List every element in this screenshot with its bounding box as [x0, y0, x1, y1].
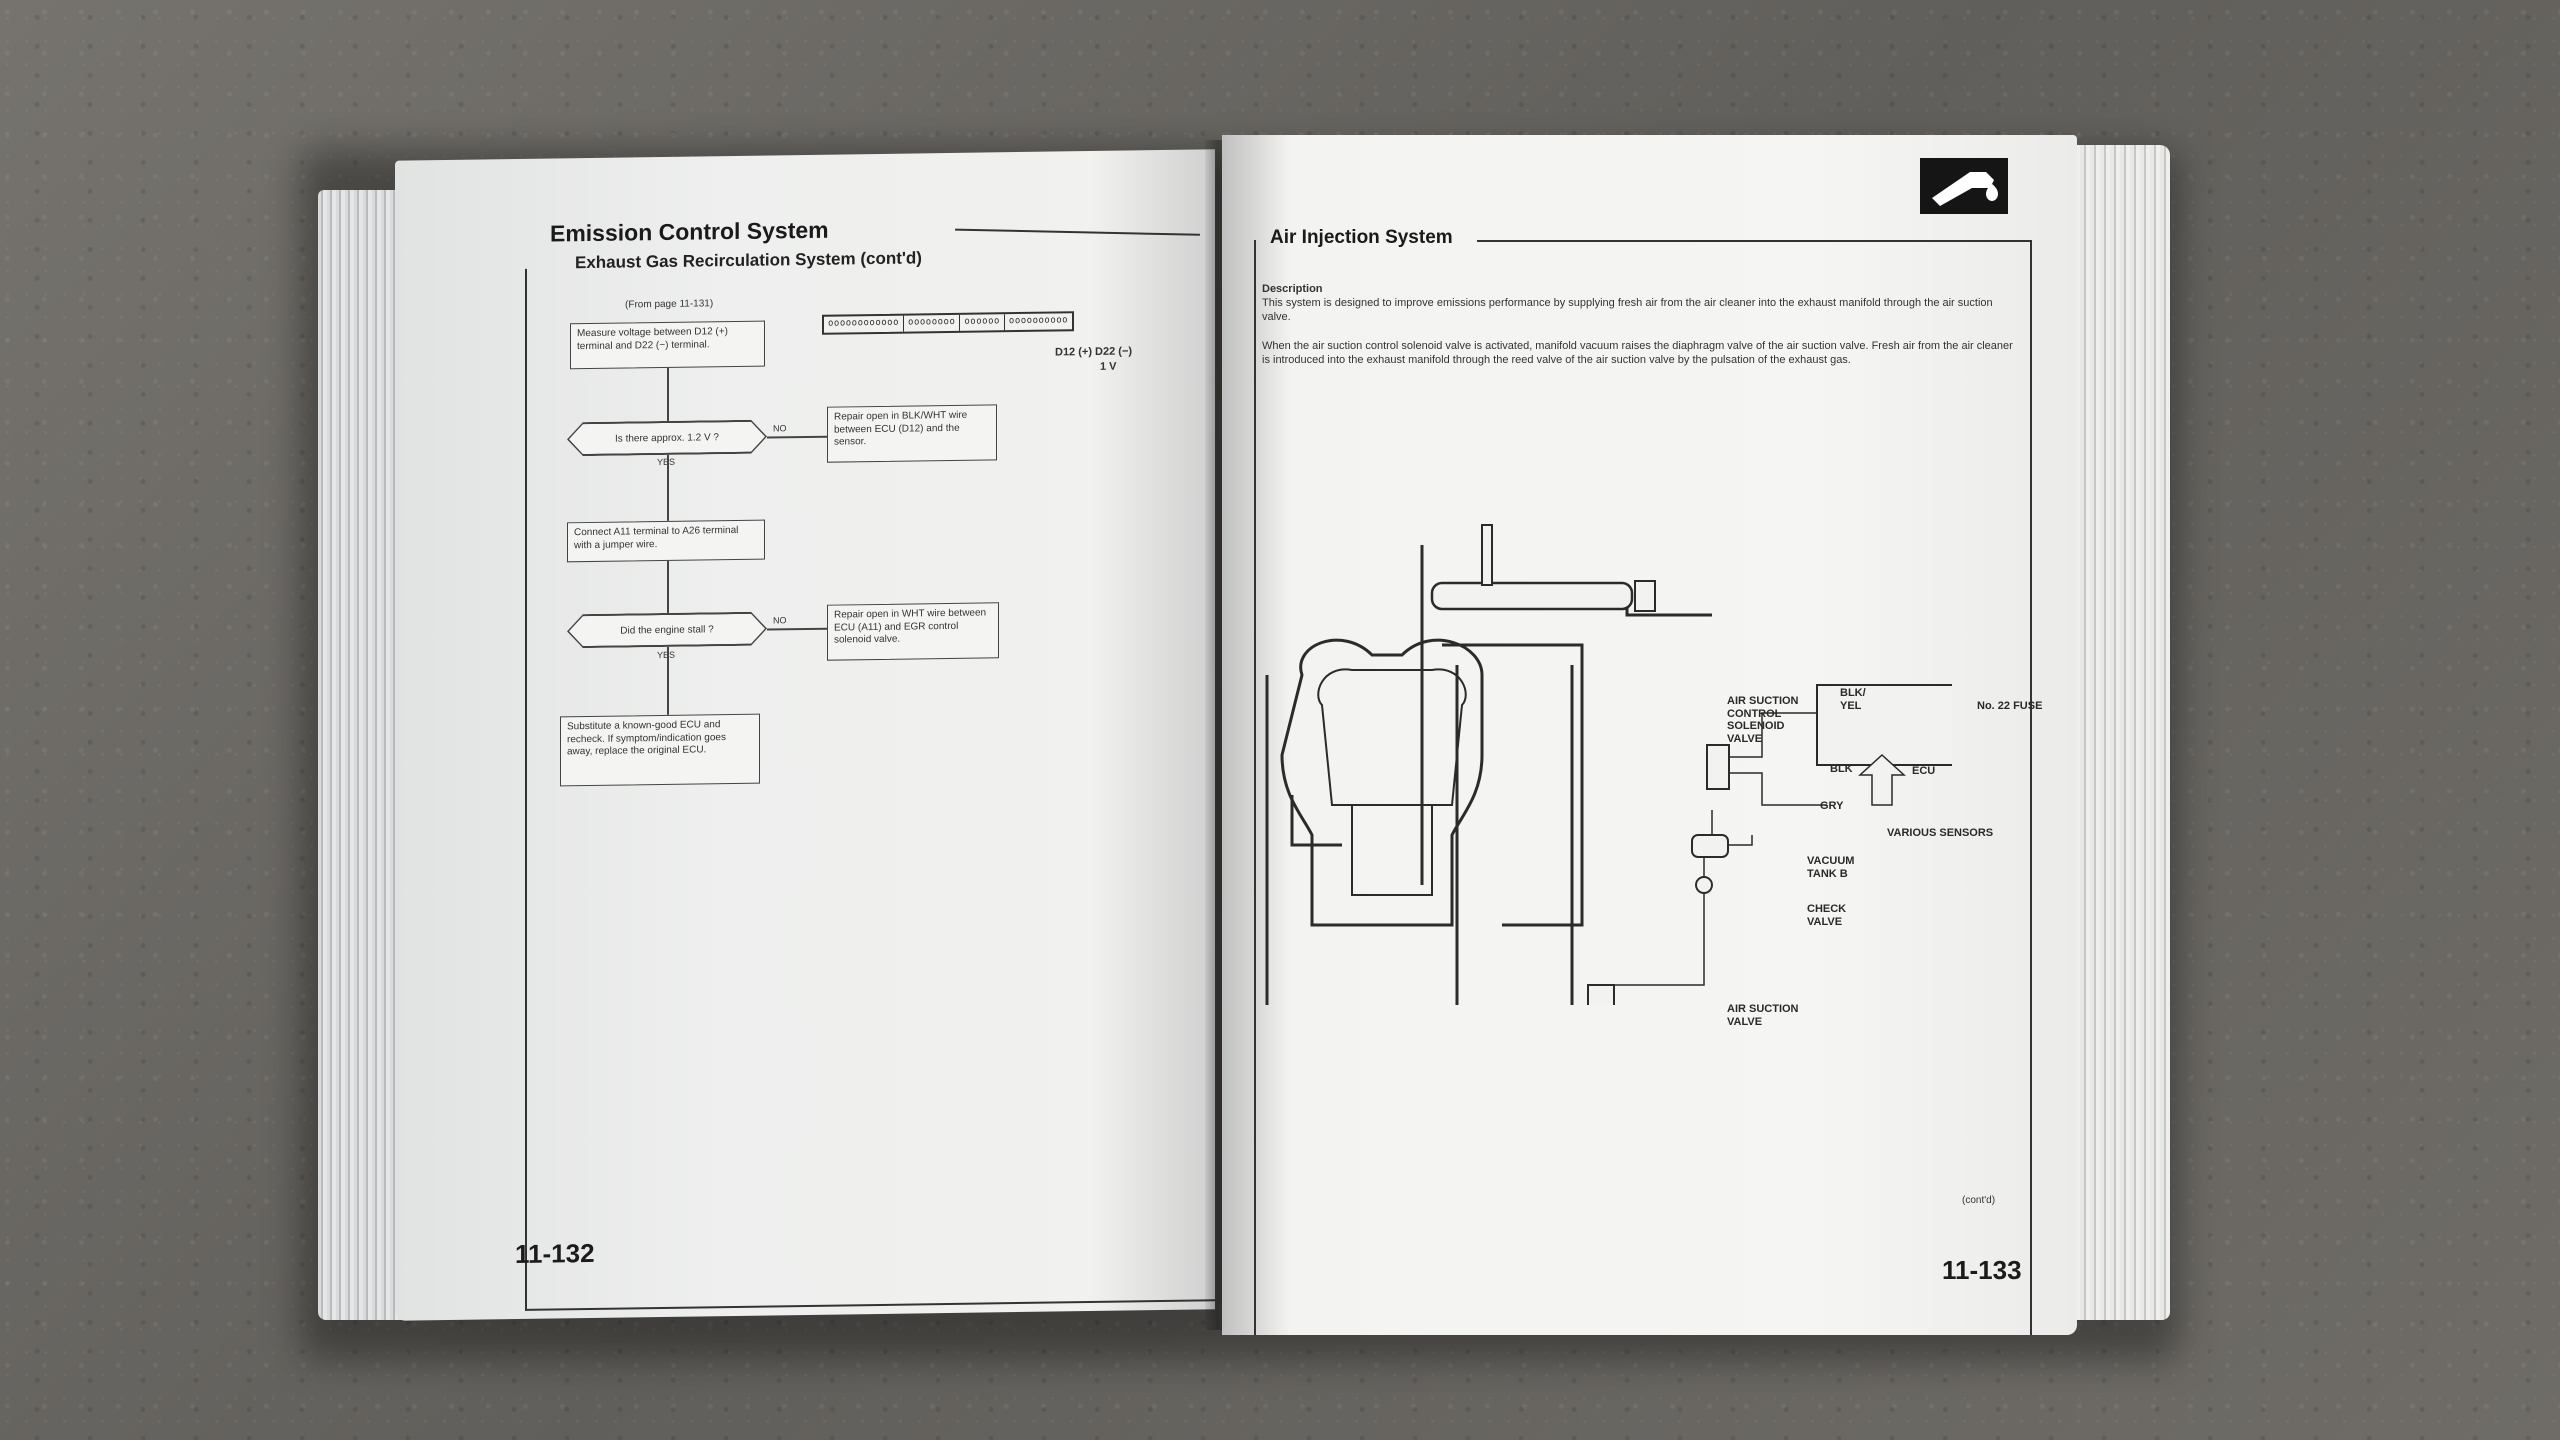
air-pipe-riser: [1481, 524, 1493, 586]
title-rule: [955, 228, 1200, 236]
flow-repair-wht: Repair open in WHT wire between ECU (A11…: [827, 602, 999, 661]
intake-manifold: [1317, 668, 1467, 806]
wire-gry: [1729, 772, 1827, 806]
label-air-suction-valve: AIR SUCTION VALVE: [1727, 1003, 1799, 1028]
label-solenoid-valve: AIR SUCTION CONTROL SOLENOID VALVE: [1727, 695, 1799, 745]
connector-block: oooooo: [960, 314, 1005, 331]
flow-step-jumper: Connect A11 terminal to A26 terminal wit…: [567, 519, 765, 563]
flow-decision-voltage: Is there approx. 1.2 V ?: [569, 422, 765, 455]
frame-line: [1265, 675, 1269, 1005]
right-page-stack: [2060, 145, 2170, 1320]
flow-connector: [667, 646, 669, 715]
ecu-connector: oooooooooooo oooooooo oooooo oooooooooo: [822, 311, 1075, 335]
yes-label: YES: [657, 649, 676, 661]
label-check-valve: CHECK VALVE: [1807, 903, 1847, 928]
flow-connector: [667, 560, 669, 613]
label-fuse: No. 22 FUSE: [1977, 700, 2043, 712]
fuel-nozzle-icon: [1920, 158, 2008, 214]
flow-decision-stall: Did the engine stall ?: [569, 614, 765, 647]
hose-line: [1442, 643, 1584, 927]
no-label: NO: [773, 423, 787, 434]
solenoid-valve-shape: [1706, 744, 1730, 790]
vacuum-line: [1455, 665, 1459, 1005]
air-suction-valve-shape: [1587, 984, 1615, 1005]
connector-terminal-label: D12 (+) D22 (−): [1055, 345, 1133, 359]
content-frame-left: [1254, 240, 1256, 1335]
label-blk-yel: BLK/ YEL: [1840, 687, 1866, 712]
right-page: Air Injection System Description This sy…: [1222, 135, 2077, 1335]
flow-step-measure: Measure voltage between D12 (+) terminal…: [570, 320, 765, 370]
title-rule: [1477, 240, 2032, 242]
connector-block: oooooooooo: [1008, 315, 1069, 327]
manifold-runner: [1351, 805, 1433, 896]
air-cleaner-duct: [1430, 581, 1634, 611]
hose-line: [1290, 795, 1342, 847]
air-cleaner-clamp: [1634, 580, 1656, 612]
vacuum-tank-shape: [1691, 834, 1729, 858]
from-page-note: (From page 11-131): [625, 298, 714, 311]
flow-connector: [667, 367, 669, 421]
engine-outline: [1280, 638, 1484, 927]
page-number: 11-132: [515, 1237, 595, 1270]
air-injection-diagram: [1265, 524, 1952, 1005]
label-ecu: ECU: [1912, 765, 1936, 777]
label-vacuum-tank: VACUUM TANK B: [1807, 855, 1855, 880]
connector-block: oooooooo: [904, 314, 961, 332]
connector-voltage-label: 1 V: [1100, 360, 1117, 373]
sensor-arrow: [1858, 753, 1906, 806]
left-page: Emission Control System Exhaust Gas Reci…: [395, 149, 1215, 1321]
label-blk: BLK: [1830, 763, 1853, 775]
page-number: 11-133: [1942, 1255, 2022, 1285]
description-paragraph-1: This system is designed to improve emiss…: [1262, 297, 1993, 323]
no-label: NO: [773, 615, 787, 626]
yes-label: YES: [657, 456, 676, 468]
page-title: Emission Control System: [550, 216, 829, 247]
flow-step-substitute-ecu: Substitute a known-good ECU and recheck.…: [560, 713, 760, 787]
content-frame-right: [2030, 240, 2032, 1335]
continued-note: (cont'd): [1962, 1195, 1996, 1206]
flow-connector: [667, 454, 669, 521]
description-paragraph-2: When the air suction control solenoid va…: [1262, 340, 2013, 366]
label-various-sensors: VARIOUS SENSORS: [1887, 827, 1994, 839]
connector-block: oooooooooooo: [824, 315, 905, 333]
wire-blk-yel: [1729, 712, 1852, 758]
ecu-shape: [1816, 684, 1952, 766]
description-heading: Description: [1262, 283, 1323, 295]
label-gry: GRY: [1820, 800, 1844, 812]
check-valve-shape: [1695, 876, 1713, 894]
flow-repair-blkwht: Repair open in BLK/WHT wire between ECU …: [827, 404, 997, 463]
page-title: Air Injection System: [1270, 227, 1453, 248]
